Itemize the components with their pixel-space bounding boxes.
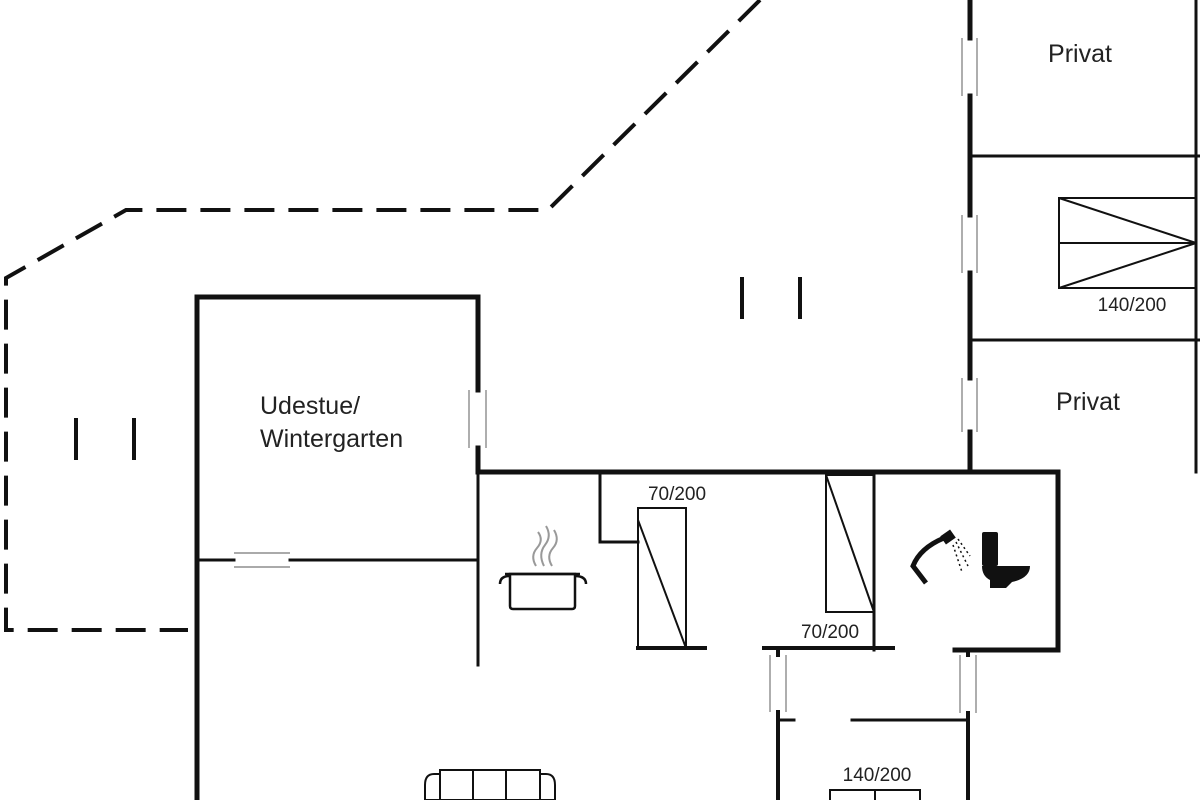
room-label-privat-top: Privat xyxy=(1048,40,1112,68)
toilet-icon xyxy=(982,532,1030,588)
bed-size-label: 70/200 xyxy=(648,484,706,505)
bed-70-left xyxy=(637,507,687,649)
bed-70-right xyxy=(825,474,875,613)
shower-icon xyxy=(910,529,971,585)
bed-icon xyxy=(637,197,1197,800)
bed-line xyxy=(825,474,875,613)
sofa-icon xyxy=(424,769,556,800)
bed-line xyxy=(1058,242,1197,289)
doors xyxy=(234,38,978,713)
room-label-wintergarten: Wintergarten xyxy=(260,425,403,453)
bed-line xyxy=(637,519,687,649)
stove-pot-icon xyxy=(498,525,588,611)
bed-size-label: 70/200 xyxy=(801,622,859,643)
bed-size-label: 140/200 xyxy=(1098,295,1167,316)
bed-line xyxy=(1058,197,1197,244)
terrace-outline xyxy=(4,0,762,632)
room-label-udestue: Udestue/ xyxy=(260,392,360,420)
room-label-privat-middle: Privat xyxy=(1056,388,1120,416)
terrace-markers xyxy=(74,277,802,460)
bed-size-label: 140/200 xyxy=(843,765,912,786)
terrace-dashed-line xyxy=(4,0,762,632)
